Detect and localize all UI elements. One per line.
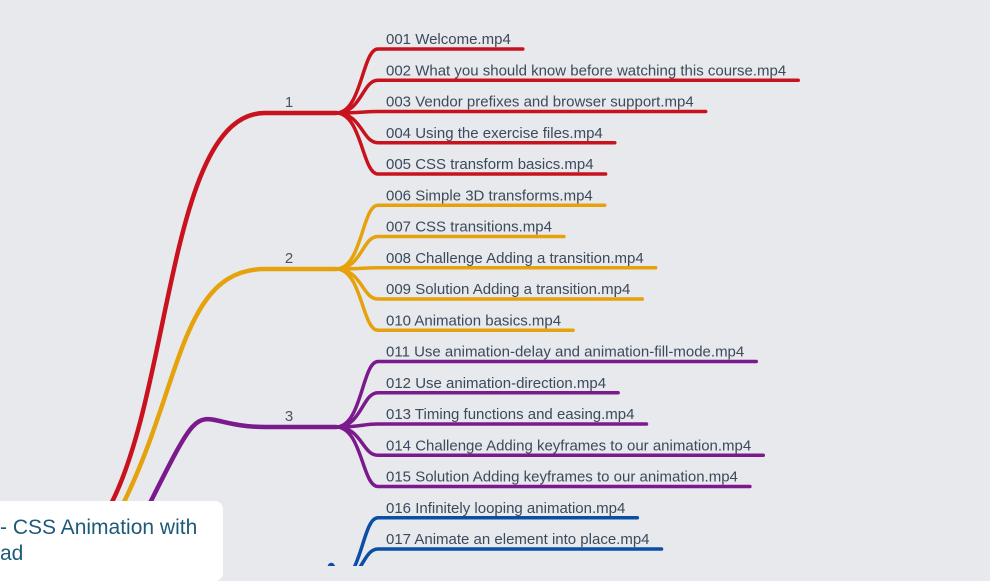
leaf-line (334, 422, 649, 429)
leaf-label[interactable]: 017 Animate an element into place.mp4 (386, 531, 650, 548)
leaf-label[interactable]: 014 Challenge Adding keyframes to our an… (386, 437, 751, 454)
leaf-label[interactable]: 001 Welcome.mp4 (386, 31, 511, 48)
leaf-label[interactable]: 002 What you should know before watching… (386, 62, 786, 79)
mind-map-edges (109, 47, 800, 566)
leaf-line (358, 547, 664, 566)
branch-2-line (119, 266, 339, 509)
root-node[interactable]: - CSS Animation with ad (0, 501, 223, 581)
leaf-label[interactable]: 013 Timing functions and easing.mp4 (386, 406, 635, 423)
leaf-label[interactable]: 008 Challenge Adding a transition.mp4 (386, 250, 644, 267)
leaf-label[interactable]: 003 Vendor prefixes and browser support.… (386, 94, 694, 111)
branch-3-line (147, 416, 339, 506)
leaf-label[interactable]: 006 Simple 3D transforms.mp4 (386, 187, 593, 204)
leaf-line (334, 267, 575, 332)
leaf-label[interactable]: 004 Using the exercise files.mp4 (386, 125, 603, 142)
leaf-label[interactable]: 011 Use animation-delay and animation-fi… (386, 344, 744, 361)
leaf-line (334, 109, 708, 115)
root-title-line-1: - CSS Animation with (0, 516, 198, 539)
branch-1-line (109, 110, 339, 505)
leaf-label[interactable]: 005 CSS transform basics.mp4 (386, 156, 594, 173)
leaf-line (334, 111, 608, 176)
root-title-line-2: ad (0, 542, 24, 565)
leaf-line (334, 266, 658, 271)
leaf-label[interactable]: 016 Infinitely looping animation.mp4 (386, 500, 625, 517)
leaf-label[interactable]: 012 Use animation-direction.mp4 (386, 375, 606, 392)
branch-1-label[interactable]: 1 (285, 94, 293, 111)
mind-map-labels: 1 001 Welcome.mp4 002 What you should know… (285, 31, 786, 548)
leaf-line (334, 425, 752, 489)
branch-3-label[interactable]: 3 (285, 408, 293, 425)
leaf-label[interactable]: 010 Animation basics.mp4 (386, 312, 561, 329)
leaf-label[interactable]: 015 Solution Adding keyframes to our ani… (386, 469, 738, 486)
leaf-label[interactable]: 009 Solution Adding a transition.mp4 (386, 281, 630, 298)
mind-map-canvas: 1 001 Welcome.mp4 002 What you should know… (109, 31, 800, 566)
branch-4-line (327, 562, 335, 566)
leaf-line (352, 516, 640, 566)
branch-2-label[interactable]: 2 (285, 250, 293, 267)
leaf-label[interactable]: 007 CSS transitions.mp4 (386, 219, 552, 236)
